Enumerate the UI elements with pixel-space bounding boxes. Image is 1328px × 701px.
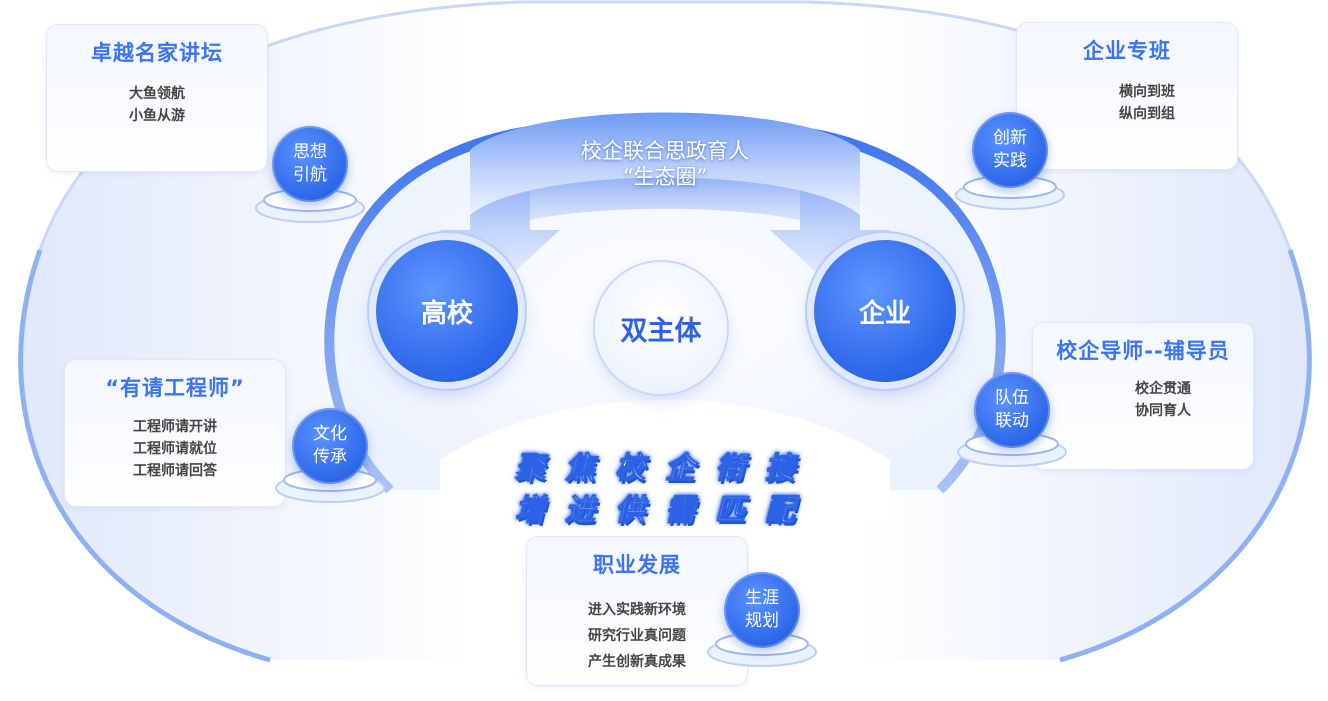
- dual-subject-label: 双主体: [620, 315, 702, 347]
- badge-line: 队伍: [995, 388, 1029, 408]
- card-title: 企业专班: [1083, 39, 1171, 63]
- badge-line: 传承: [313, 447, 347, 467]
- university-label: 高校: [420, 298, 473, 329]
- badge-career-planning: 生涯规划: [724, 572, 800, 648]
- card-title: “有请工程师”: [105, 376, 245, 400]
- badge-line: 生涯: [745, 588, 779, 608]
- dual-subject-circle: 双主体: [595, 262, 727, 394]
- card-lecture-forum: 卓越名家讲坛 大鱼领航 小鱼从游: [46, 24, 268, 172]
- card-line: 纵向到组: [1119, 106, 1175, 122]
- card-invite-engineer: “有请工程师” 工程师请开讲 工程师请就位 工程师请回答: [64, 359, 286, 507]
- card-lines: 大鱼领航 小鱼从游: [47, 83, 267, 127]
- card-title: 校企导师--辅导员: [1056, 339, 1230, 363]
- badge-line: 文化: [313, 424, 347, 444]
- card-career-development: 职业发展 进入实践新环境 研究行业真问题 产生创新真成果: [526, 536, 748, 686]
- outer-ring-accent-left: [18, 249, 271, 663]
- badge-line: 联动: [995, 411, 1029, 431]
- slogan-line2: 增进供需匹配: [515, 493, 815, 529]
- card-line: 大鱼领航: [129, 86, 185, 102]
- arch-caption-line2: “生态圈”: [622, 165, 708, 189]
- arch-top: [470, 112, 860, 215]
- badge-thought-guidance: 思想引航: [272, 126, 348, 202]
- card-line: 小鱼从游: [129, 108, 185, 124]
- slogan: 聚焦校企衔接 增进供需匹配: [450, 443, 880, 529]
- card-lines: 横向到班 纵向到组: [1057, 81, 1237, 125]
- badge-line: 规划: [745, 611, 779, 631]
- badge-line: 实践: [993, 151, 1027, 171]
- card-line: 横向到班: [1119, 84, 1175, 100]
- slogan-line1: 聚焦校企衔接: [515, 451, 815, 487]
- card-mentor-counselor: 校企导师--辅导员 校企贯通 协同育人: [1032, 322, 1254, 470]
- arch-caption-line1: 校企联合思政育人: [581, 139, 749, 163]
- card-lines: 进入实践新环境 研究行业真问题 产生创新真成果: [527, 597, 747, 675]
- card-enterprise-class: 企业专班 横向到班 纵向到组: [1016, 22, 1238, 170]
- badge-team-linkage: 队伍联动: [974, 372, 1050, 448]
- outer-ring-accent-right: [1059, 249, 1312, 663]
- badge-line: 思想: [293, 142, 327, 162]
- card-line: 研究行业真问题: [588, 628, 686, 644]
- card-line: 协同育人: [1135, 403, 1191, 419]
- badge-line: 引航: [293, 165, 327, 185]
- card-lines: 工程师请开讲 工程师请就位 工程师请回答: [65, 416, 285, 482]
- card-line: 进入实践新环境: [588, 602, 686, 618]
- badge-culture-inheritance: 文化传承: [292, 408, 368, 484]
- badge-innovation-practice: 创新实践: [972, 112, 1048, 188]
- card-title: 职业发展: [593, 553, 681, 577]
- card-line: 校企贯通: [1135, 381, 1191, 397]
- enterprise-circle: 企业: [814, 240, 956, 382]
- card-line: 工程师请就位: [133, 441, 217, 457]
- card-lines: 校企贯通 协同育人: [1073, 378, 1253, 422]
- bottom-swoosh: [440, 400, 890, 520]
- university-circle: 高校: [376, 240, 518, 382]
- card-line: 工程师请回答: [133, 463, 217, 479]
- arch-caption: 校企联合思政育人 “生态圈”: [540, 138, 790, 190]
- badge-line: 创新: [993, 128, 1027, 148]
- card-title: 卓越名家讲坛: [91, 41, 223, 65]
- card-line: 产生创新真成果: [588, 654, 686, 670]
- card-line: 工程师请开讲: [133, 419, 217, 435]
- enterprise-label: 企业: [858, 298, 911, 329]
